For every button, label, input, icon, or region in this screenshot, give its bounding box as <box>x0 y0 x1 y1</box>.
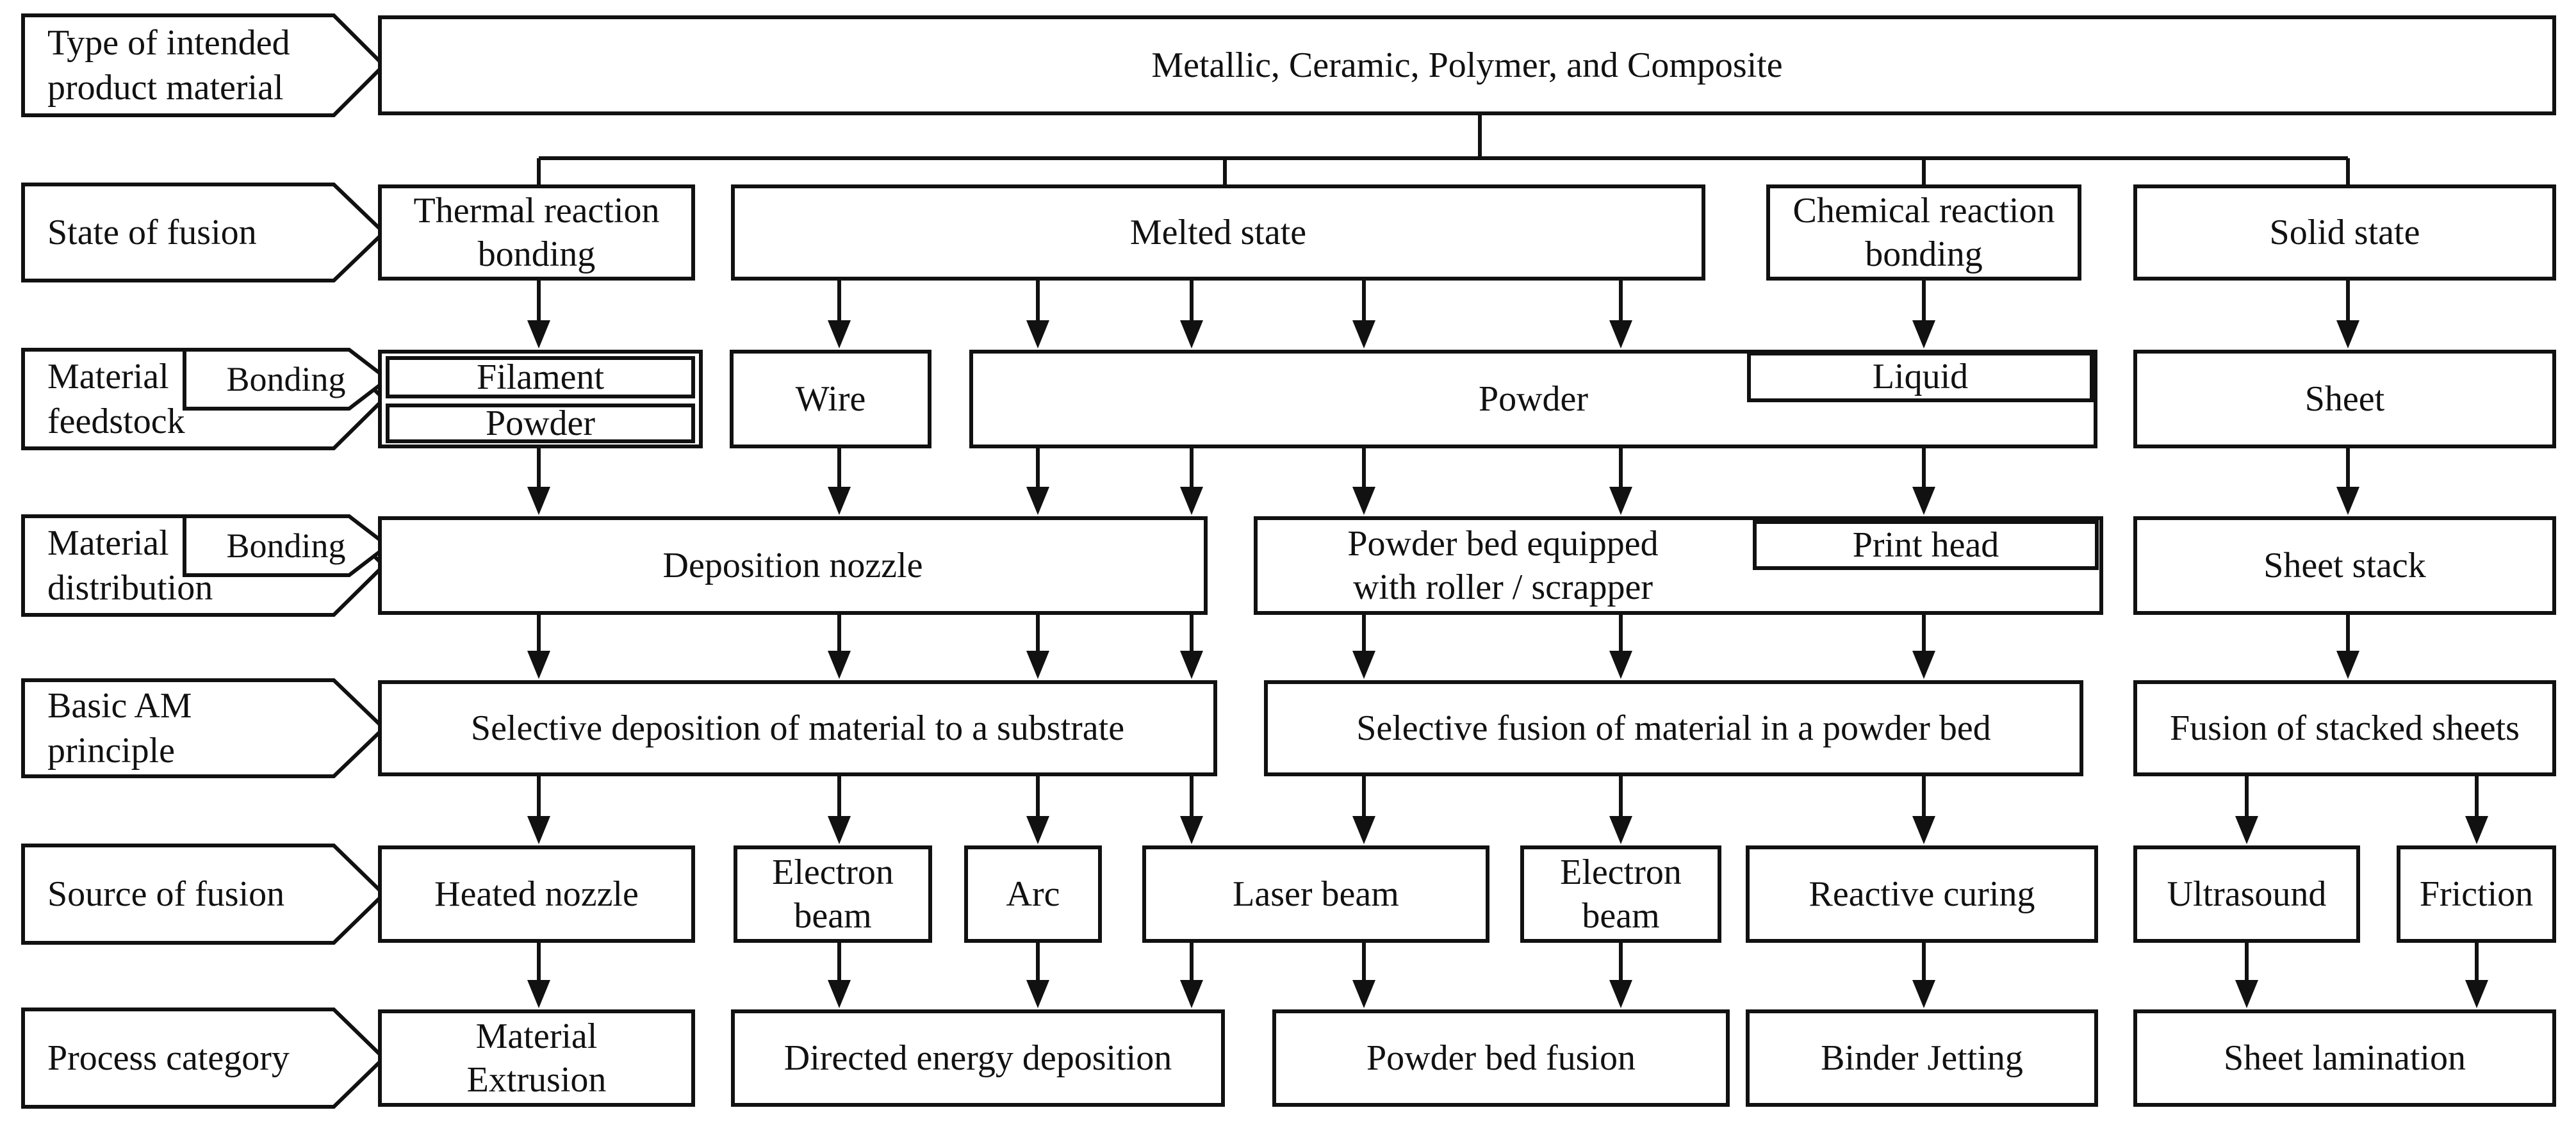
box-sheet-stack: Sheet stack <box>2133 516 2556 615</box>
box-sheet: Sheet <box>2133 350 2556 448</box>
box-ultrasound: Ultrasound <box>2133 845 2360 943</box>
box-directed-energy-deposition: Directed energy deposition <box>731 1009 1225 1107</box>
row-label-source-of-fusion: Source of fusion <box>47 874 285 914</box>
row-label-material-distribution: Material distribution <box>47 523 213 608</box>
box-wire: Wire <box>730 350 931 448</box>
box-material-extrusion: Material Extrusion <box>378 1009 695 1107</box>
box-filament: Filament <box>386 356 695 398</box>
box-selective-deposition: Selective deposition of material to a su… <box>378 680 1217 776</box>
box-powder-bed: Powder bed equipped with roller / scrapp… <box>1254 516 2103 615</box>
box-deposition-nozzle: Deposition nozzle <box>378 516 1208 615</box>
box-material-types: Metallic, Ceramic, Polymer, and Composit… <box>378 15 2556 115</box>
box-reactive-curing: Reactive curing <box>1746 845 2098 943</box>
box-binder-jetting: Binder Jetting <box>1746 1009 2098 1107</box>
box-liquid: Liquid <box>1747 352 2094 402</box>
box-friction: Friction <box>2397 845 2556 943</box>
bonding-tag-feedstock: Bonding <box>226 360 346 398</box>
box-electron-beam-2: Electron beam <box>1520 845 1721 943</box>
box-selective-fusion: Selective fusion of material in a powder… <box>1264 680 2083 776</box>
box-thermal-reaction-bonding: Thermal reaction bonding <box>378 184 695 281</box>
row-label-process-category: Process category <box>47 1038 290 1078</box>
row-label-state-of-fusion: State of fusion <box>47 213 257 252</box>
box-print-head: Print head <box>1753 520 2099 570</box>
box-heated-nozzle: Heated nozzle <box>378 845 695 943</box>
box-electron-beam-1: Electron beam <box>734 845 932 943</box>
box-powder-feedstock: Powder <box>386 404 695 443</box>
box-arc: Arc <box>964 845 1102 943</box>
row-label-basic-am-principle: Basic AM principle <box>47 686 192 771</box>
box-powder-bed-fusion: Powder bed fusion <box>1272 1009 1730 1107</box>
bonding-tag-distribution: Bonding <box>226 526 346 565</box>
box-fusion-stacked-sheets: Fusion of stacked sheets <box>2133 680 2556 776</box>
box-laser-beam: Laser beam <box>1142 845 1489 943</box>
box-sheet-lamination: Sheet lamination <box>2133 1009 2556 1107</box>
box-melted-state: Melted state <box>731 184 1705 281</box>
box-chemical-reaction-bonding: Chemical reaction bonding <box>1766 184 2081 281</box>
row-label-product-material: Type of intended product material <box>47 23 290 108</box>
row-label-material-feedstock: Material feedstock <box>47 357 185 441</box>
box-solid-state: Solid state <box>2133 184 2556 281</box>
